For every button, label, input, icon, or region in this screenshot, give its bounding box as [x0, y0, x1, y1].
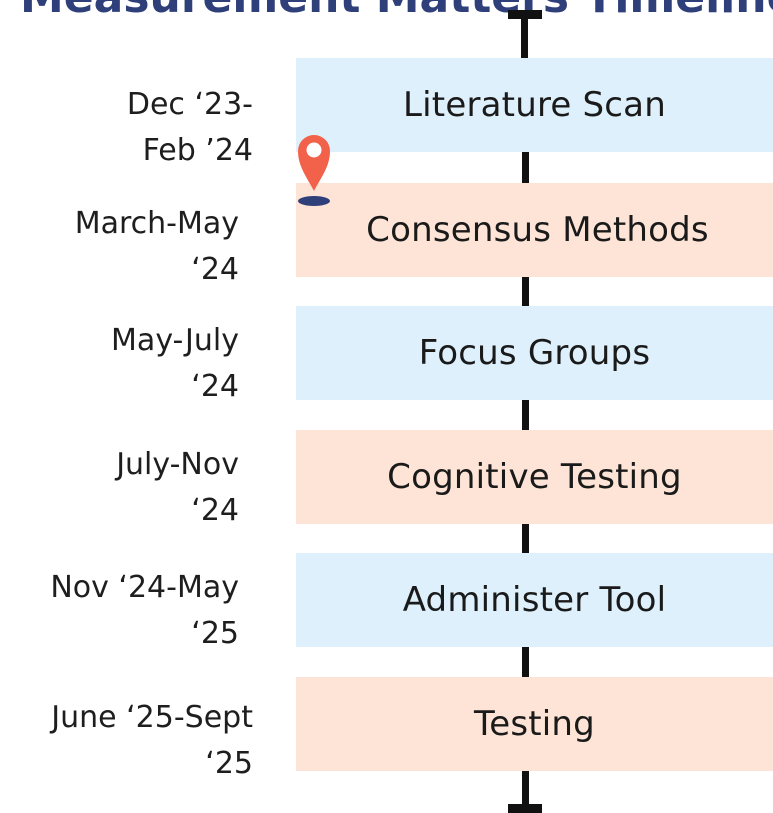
- timeline-axis-segment: [522, 646, 529, 678]
- date-line: June ‘25-Sept: [51, 700, 253, 735]
- date-line: May-July: [111, 323, 239, 358]
- phase-label: Focus Groups: [418, 333, 651, 373]
- phase-label: Literature Scan: [403, 85, 666, 125]
- phase-band-consensus-methods: Consensus Methods: [296, 183, 773, 277]
- date-line: July-Nov: [116, 447, 239, 482]
- phase-date-focus-groups: May-July ‘24: [111, 318, 239, 410]
- timeline-axis-segment: [522, 398, 529, 430]
- date-line: March-May: [74, 206, 239, 241]
- date-line: ‘25: [191, 616, 239, 651]
- phase-band-focus-groups: Focus Groups: [296, 306, 773, 400]
- timeline-axis-segment: [522, 522, 529, 553]
- date-line: ‘25: [205, 746, 253, 781]
- phase-label: Administer Tool: [402, 580, 667, 620]
- phase-date-cognitive-testing: July-Nov ‘24: [116, 442, 239, 534]
- timeline-axis-bottom-cap: [508, 804, 542, 813]
- phase-label: Cognitive Testing: [387, 457, 682, 497]
- phase-label: Testing: [474, 704, 595, 744]
- phase-band-testing: Testing: [296, 677, 773, 771]
- phase-date-literature-scan: Dec ‘23- Feb ’24: [127, 82, 253, 174]
- location-pin-icon: [298, 135, 330, 206]
- date-line: Nov ‘24-May: [50, 570, 239, 605]
- phase-date-administer-tool: Nov ‘24-May ‘25: [50, 565, 239, 657]
- phase-band-literature-scan: Literature Scan: [296, 58, 773, 152]
- timeline-axis-segment: [522, 151, 529, 184]
- pin-body: [298, 135, 330, 191]
- page-title: Measurement Matters Timeline: [20, 0, 773, 20]
- phase-band-administer-tool: Administer Tool: [296, 553, 773, 647]
- pin-base-shadow: [298, 196, 330, 206]
- date-line: Dec ‘23-: [126, 87, 253, 122]
- phase-band-cognitive-testing: Cognitive Testing: [296, 430, 773, 524]
- timeline-axis-segment: [521, 12, 528, 58]
- date-line: ‘24: [191, 493, 239, 528]
- timeline-axis-segment: [522, 770, 529, 813]
- phase-date-testing: June ‘25-Sept ‘25: [51, 695, 253, 787]
- timeline-axis-segment: [522, 275, 529, 306]
- phase-label: Consensus Methods: [366, 210, 709, 250]
- phase-date-consensus-methods: March-May ‘24: [75, 201, 239, 293]
- date-line: Feb ’24: [142, 133, 253, 168]
- date-line: ‘24: [191, 252, 239, 287]
- date-line: ‘24: [191, 369, 239, 404]
- pin-hole: [306, 142, 322, 158]
